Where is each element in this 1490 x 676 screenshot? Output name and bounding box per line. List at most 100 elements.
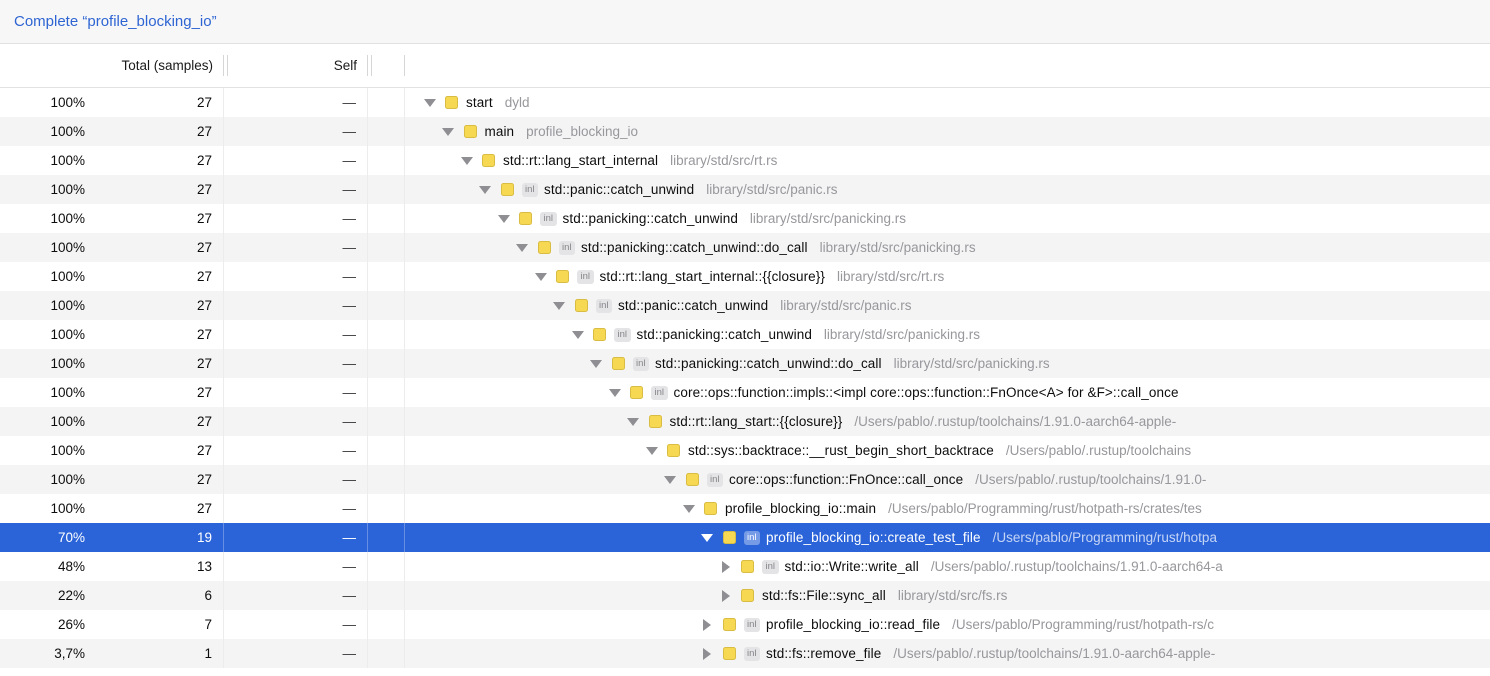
symbol-name: start <box>466 95 493 110</box>
total-samples: 19 <box>196 530 212 545</box>
disclosure-toggle[interactable] <box>553 301 566 310</box>
page-title[interactable]: Complete “profile_blocking_io” <box>14 13 217 30</box>
symbol-path: /Users/pablo/Programming/rust/hotpath-rs… <box>952 617 1214 632</box>
spacer-cell <box>368 639 405 668</box>
symbol-name: std::panicking::catch_unwind <box>636 327 812 342</box>
tree-cell: inl profile_blocking_io::read_file /User… <box>405 610 1490 639</box>
symbol-path: /Users/pablo/Programming/rust/hotpa <box>992 530 1217 545</box>
disclosure-toggle[interactable] <box>719 589 732 602</box>
disclosure-toggle[interactable] <box>423 98 436 107</box>
symbol-square-icon <box>648 415 662 428</box>
total-cell: 100% 27 <box>0 175 224 204</box>
symbol-square-icon <box>611 357 625 370</box>
spacer-cell <box>368 436 405 465</box>
disclosure-triangle-icon <box>497 214 510 223</box>
disclosure-toggle[interactable] <box>590 359 603 368</box>
column-header-self[interactable]: Self <box>224 44 372 87</box>
disclosure-toggle[interactable] <box>627 417 640 426</box>
table-row[interactable]: 22% 6 — std::fs::File::sync_all library/… <box>0 581 1490 610</box>
symbol-path: library/std/src/rt.rs <box>670 153 778 168</box>
symbol-name: std::panicking::catch_unwind::do_call <box>655 356 882 371</box>
spacer-cell <box>368 523 405 552</box>
symbol-name: profile_blocking_io::create_test_file <box>766 530 981 545</box>
symbol-name: std::rt::lang_start::{{closure}} <box>669 414 843 429</box>
table-row[interactable]: 100% 27 — std::rt::lang_start::{{closure… <box>0 407 1490 436</box>
total-percent: 70% <box>57 530 85 545</box>
disclosure-triangle-icon <box>608 388 621 397</box>
disclosure-toggle[interactable] <box>664 475 677 484</box>
disclosure-toggle[interactable] <box>497 214 510 223</box>
self-cell: — <box>224 262 368 291</box>
table-row[interactable]: 100% 27 — inl core::ops::function::impls… <box>0 378 1490 407</box>
table-row[interactable]: 100% 27 — inl std::panicking::catch_unwi… <box>0 204 1490 233</box>
table-row[interactable]: 100% 27 — start dyld <box>0 88 1490 117</box>
symbol-name: main <box>484 124 515 139</box>
disclosure-toggle[interactable] <box>701 533 714 542</box>
total-percent: 48% <box>57 559 85 574</box>
column-header-symbol[interactable] <box>405 44 1490 87</box>
disclosure-toggle[interactable] <box>516 243 529 252</box>
tree-cell: std::sys::backtrace::__rust_begin_short_… <box>405 436 1490 465</box>
self-cell: — <box>224 175 368 204</box>
disclosure-toggle[interactable] <box>682 504 695 513</box>
disclosure-toggle[interactable] <box>571 330 584 339</box>
tree-cell: inl core::ops::function::FnOnce::call_on… <box>405 465 1490 494</box>
spacer-cell <box>368 262 405 291</box>
symbol-name: std::fs::File::sync_all <box>762 588 886 603</box>
column-resize-handle[interactable] <box>227 55 228 76</box>
spacer-cell <box>368 552 405 581</box>
inline-badge: inl <box>743 530 761 545</box>
tree-cell: start dyld <box>405 88 1490 117</box>
symbol-square-icon <box>574 299 588 312</box>
column-resize-handle[interactable] <box>371 55 372 76</box>
symbol-square-icon <box>463 125 477 138</box>
symbol-path: /Users/pablo/.rustup/toolchains <box>1005 443 1192 458</box>
table-row[interactable]: 100% 27 — profile_blocking_io::main /Use… <box>0 494 1490 523</box>
table-row[interactable]: 100% 27 — inl std::panicking::catch_unwi… <box>0 233 1490 262</box>
symbol-path: dyld <box>504 95 530 110</box>
self-value: — <box>342 385 357 400</box>
table-row[interactable]: 48% 13 — inl std::io::Write::write_all /… <box>0 552 1490 581</box>
total-cell: 26% 7 <box>0 610 224 639</box>
column-header-total-samples[interactable]: Total (samples) <box>0 44 228 87</box>
table-row[interactable]: 3,7% 1 — inl std::fs::remove_file /Users… <box>0 639 1490 668</box>
disclosure-toggle[interactable] <box>719 560 732 573</box>
symbol-name: std::io::Write::write_all <box>784 559 919 574</box>
table-row[interactable]: 100% 27 — std::sys::backtrace::__rust_be… <box>0 436 1490 465</box>
total-percent: 100% <box>50 182 85 197</box>
self-value: — <box>342 269 357 284</box>
disclosure-toggle[interactable] <box>442 127 455 136</box>
total-cell: 100% 27 <box>0 88 224 117</box>
disclosure-toggle[interactable] <box>460 156 473 165</box>
spacer-cell <box>368 378 405 407</box>
symbol-name: std::panic::catch_unwind <box>544 182 695 197</box>
disclosure-toggle[interactable] <box>479 185 492 194</box>
self-cell: — <box>224 204 368 233</box>
tree-cell: main profile_blocking_io <box>405 117 1490 146</box>
disclosure-triangle-icon <box>534 272 547 281</box>
table-row[interactable]: 100% 27 — main profile_blocking_io <box>0 117 1490 146</box>
table-row[interactable]: 100% 27 — inl std::panic::catch_unwind l… <box>0 175 1490 204</box>
total-cell: 100% 27 <box>0 117 224 146</box>
table-row[interactable]: 100% 27 — inl std::rt::lang_start_intern… <box>0 262 1490 291</box>
inline-badge: inl <box>632 356 650 371</box>
spacer-cell <box>368 349 405 378</box>
table-row[interactable]: 100% 27 — inl std::panicking::catch_unwi… <box>0 320 1490 349</box>
disclosure-toggle[interactable] <box>701 647 714 660</box>
disclosure-toggle[interactable] <box>608 388 621 397</box>
disclosure-toggle[interactable] <box>645 446 658 455</box>
call-tree-rows: 100% 27 — start dyld 100% 27 <box>0 88 1490 668</box>
table-row[interactable]: 100% 27 — inl std::panic::catch_unwind l… <box>0 291 1490 320</box>
disclosure-toggle[interactable] <box>534 272 547 281</box>
table-row[interactable]: 100% 27 — inl core::ops::function::FnOnc… <box>0 465 1490 494</box>
total-samples: 13 <box>196 559 212 574</box>
disclosure-toggle[interactable] <box>701 618 714 631</box>
table-row[interactable]: 26% 7 — inl profile_blocking_io::read_fi… <box>0 610 1490 639</box>
table-row[interactable]: 100% 27 — inl std::panicking::catch_unwi… <box>0 349 1490 378</box>
table-row[interactable]: 100% 27 — std::rt::lang_start_internal l… <box>0 146 1490 175</box>
total-percent: 26% <box>57 617 85 632</box>
total-samples: 7 <box>204 617 212 632</box>
total-samples: 27 <box>196 443 212 458</box>
table-row[interactable]: 70% 19 — inl profile_blocking_io::create… <box>0 523 1490 552</box>
disclosure-triangle-icon <box>682 504 695 513</box>
